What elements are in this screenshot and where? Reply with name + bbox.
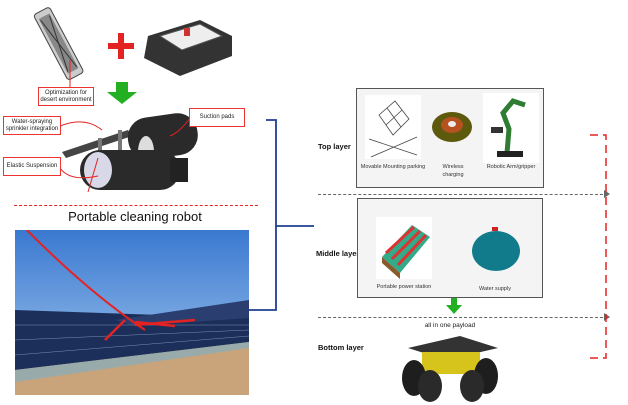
connector-arrow — [69, 60, 71, 88]
water-tank-image — [472, 227, 520, 271]
layer-divider — [318, 317, 608, 318]
top-item-caption: Robotic Arm/gripper — [486, 164, 536, 170]
rail-robot-image — [33, 7, 84, 80]
top-item-caption: Movable Mounting parking — [360, 164, 426, 170]
label-elastic-suspension: Elastic Suspension — [3, 157, 61, 176]
top-layer-box: Movable Mounting parking Wireless chargi… — [356, 88, 544, 188]
label-connectors — [60, 117, 191, 179]
label-water-spraying: Water-spraying sprinkler integration — [3, 116, 61, 135]
wireless-charging-image — [432, 112, 472, 142]
payload-label: all in one payload — [424, 322, 476, 329]
ugv-base-image — [402, 336, 498, 402]
label-optimization: Optimization for desert environment — [38, 87, 94, 106]
blue-bracket — [248, 119, 314, 311]
solar-field-photo — [15, 230, 249, 395]
cleaning-robot-drawing — [62, 113, 198, 193]
down-arrow-icon — [446, 298, 462, 314]
arrow-head-icon — [604, 190, 610, 198]
plus-icon — [108, 33, 134, 59]
middle-layer-box: Portable power station Water supply — [357, 198, 543, 298]
top-layer-label: Top layer — [318, 142, 351, 151]
top-item-caption: Wireless charging — [442, 164, 464, 178]
arrow-head-icon — [604, 313, 610, 321]
power-station-image — [376, 217, 432, 279]
tracked-chassis-image — [144, 20, 232, 76]
down-arrow-icon — [107, 82, 137, 104]
layer-divider — [318, 194, 608, 195]
middle-item-caption: Water supply — [479, 286, 511, 292]
robotic-arm-image — [483, 93, 539, 163]
red-divider — [14, 205, 258, 206]
section-title: Portable cleaning robot — [68, 209, 202, 224]
mounting-diagram — [365, 95, 421, 159]
red-dashed-bracket — [590, 134, 607, 359]
middle-item-caption: Portable power station — [376, 284, 432, 290]
middle-layer-label: Middle layer — [316, 249, 360, 258]
label-suction-pads: Suction pads — [189, 108, 245, 127]
bottom-layer-label: Bottom layer — [318, 343, 364, 352]
